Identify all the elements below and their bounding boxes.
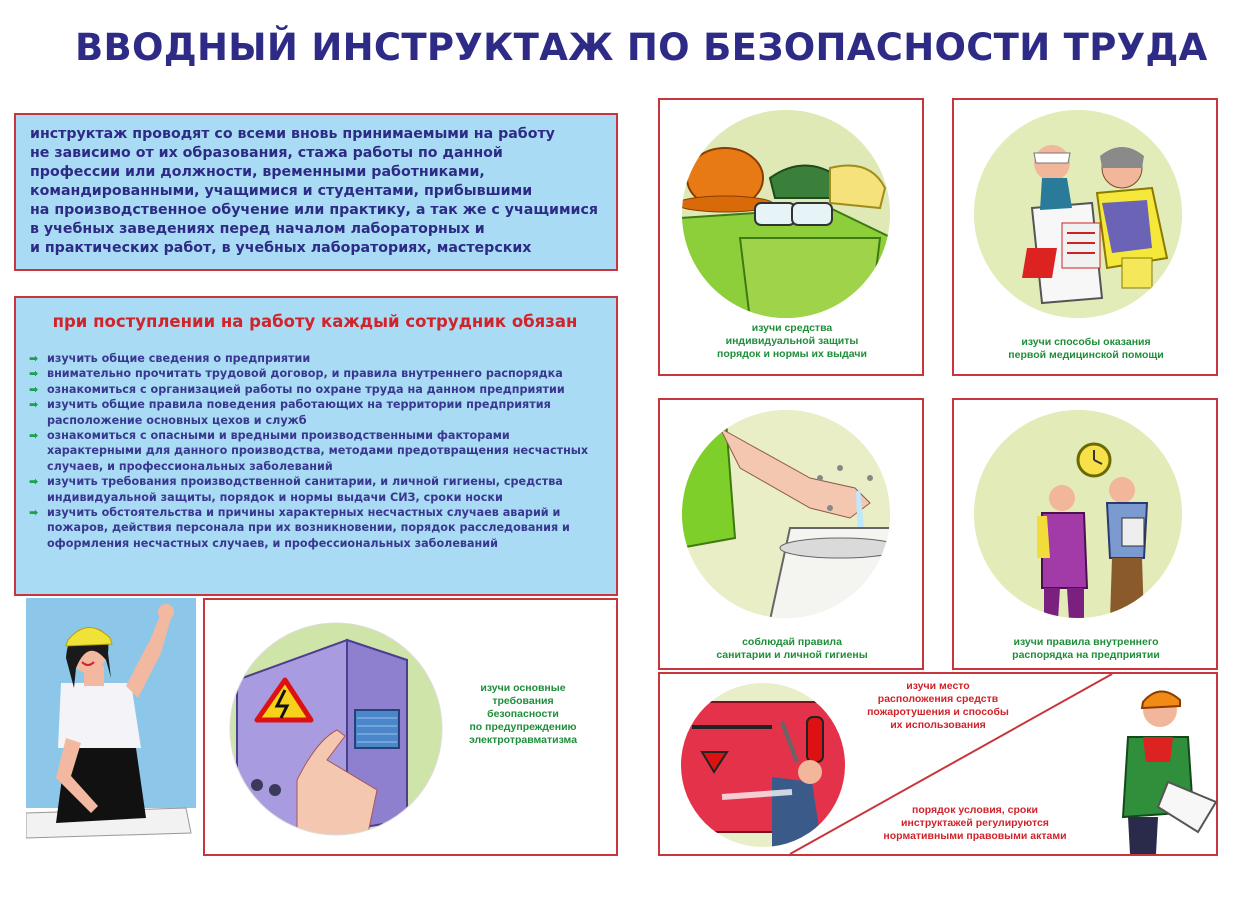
worker-woman-illustration — [26, 598, 196, 856]
list-item: ➡изучить требования производственной сан… — [29, 475, 563, 504]
ppe-caption: изучи средства индивидуальной защиты пор… — [717, 322, 867, 360]
first-aid-panel: изучи способы оказания первой медицинско… — [952, 98, 1218, 376]
poster-title: ВВОДНЫЙ ИНСТРУКТАЖ ПО БЕЗОПАСНОСТИ ТРУДА — [75, 26, 1208, 69]
fire-equipment-illustration — [681, 683, 845, 847]
intro-line: и практических работ, в учебных лаборато… — [30, 240, 532, 256]
electric-caption: изучи основные требования безопасности п… — [468, 682, 578, 746]
green-arrow-icon: ➡ — [29, 367, 39, 381]
green-arrow-icon: ➡ — [29, 506, 39, 520]
intro-line: инструктаж проводят со всеми вновь прини… — [30, 126, 555, 142]
duties-heading: при поступлении на работу каждый сотрудн… — [52, 312, 578, 331]
intro-line: профессии или должности, временными рабо… — [30, 164, 485, 180]
duties-list: ➡изучить общие сведения о предприятии ➡в… — [28, 351, 602, 551]
duties-panel: при поступлении на работу каждый сотрудн… — [14, 296, 618, 596]
fire-safety-panel: изучи место расположения средств пожарот… — [658, 672, 1218, 856]
intro-line: в учебных заведениях перед началом лабор… — [30, 221, 485, 237]
order-caption: порядок условия, сроки инструктажей регу… — [883, 804, 1067, 842]
hygiene-caption: соблюдай правила санитарии и личной гиги… — [716, 636, 868, 661]
internal-rules-panel: изучи правила внутреннего распорядка на … — [952, 398, 1218, 670]
intro-line: командированными, учащимися и студентами… — [30, 183, 533, 199]
ppe-panel: изучи средства индивидуальной защиты пор… — [658, 98, 924, 376]
intro-panel: инструктаж проводят со всеми вновь прини… — [14, 113, 618, 271]
list-item: ➡внимательно прочитать трудовой договор,… — [29, 367, 563, 381]
intro-line: не зависимо от их образования, стажа раб… — [30, 145, 503, 161]
ppe-illustration — [682, 110, 890, 318]
hygiene-panel: соблюдай правила санитарии и личной гиги… — [658, 398, 924, 670]
workers-clock-illustration — [974, 410, 1182, 618]
worker-writing-illustration — [1121, 690, 1218, 854]
internal-rules-caption: изучи правила внутреннего распорядка на … — [1012, 636, 1160, 661]
green-arrow-icon: ➡ — [29, 398, 39, 412]
intro-line: на производственное обучение или практик… — [30, 202, 598, 218]
first-aid-illustration — [974, 110, 1182, 318]
diagonal-divider — [789, 674, 1113, 854]
green-arrow-icon: ➡ — [29, 382, 39, 396]
green-arrow-icon: ➡ — [29, 352, 39, 365]
list-item: ➡изучить обстоятельства и причины характ… — [29, 506, 570, 550]
list-item: ➡ознакомиться с опасными и вредными прои… — [29, 429, 589, 473]
green-arrow-icon: ➡ — [29, 429, 39, 443]
fire-caption: изучи место расположения средств пожарот… — [867, 680, 1009, 731]
electrical-safety-panel: изучи основные требования безопасности п… — [203, 598, 618, 856]
handwashing-illustration — [682, 410, 890, 618]
electrical-cabinet-illustration — [229, 622, 443, 836]
green-arrow-icon: ➡ — [29, 475, 39, 489]
list-item: ➡изучить общие сведения о предприятии — [29, 352, 311, 365]
list-item: ➡ознакомиться с организацией работы по о… — [29, 382, 565, 396]
woman-illustration — [26, 598, 196, 856]
first-aid-caption: изучи способы оказания первой медицинско… — [1008, 336, 1164, 361]
list-item: ➡изучить общие правила поведения работаю… — [29, 398, 551, 427]
